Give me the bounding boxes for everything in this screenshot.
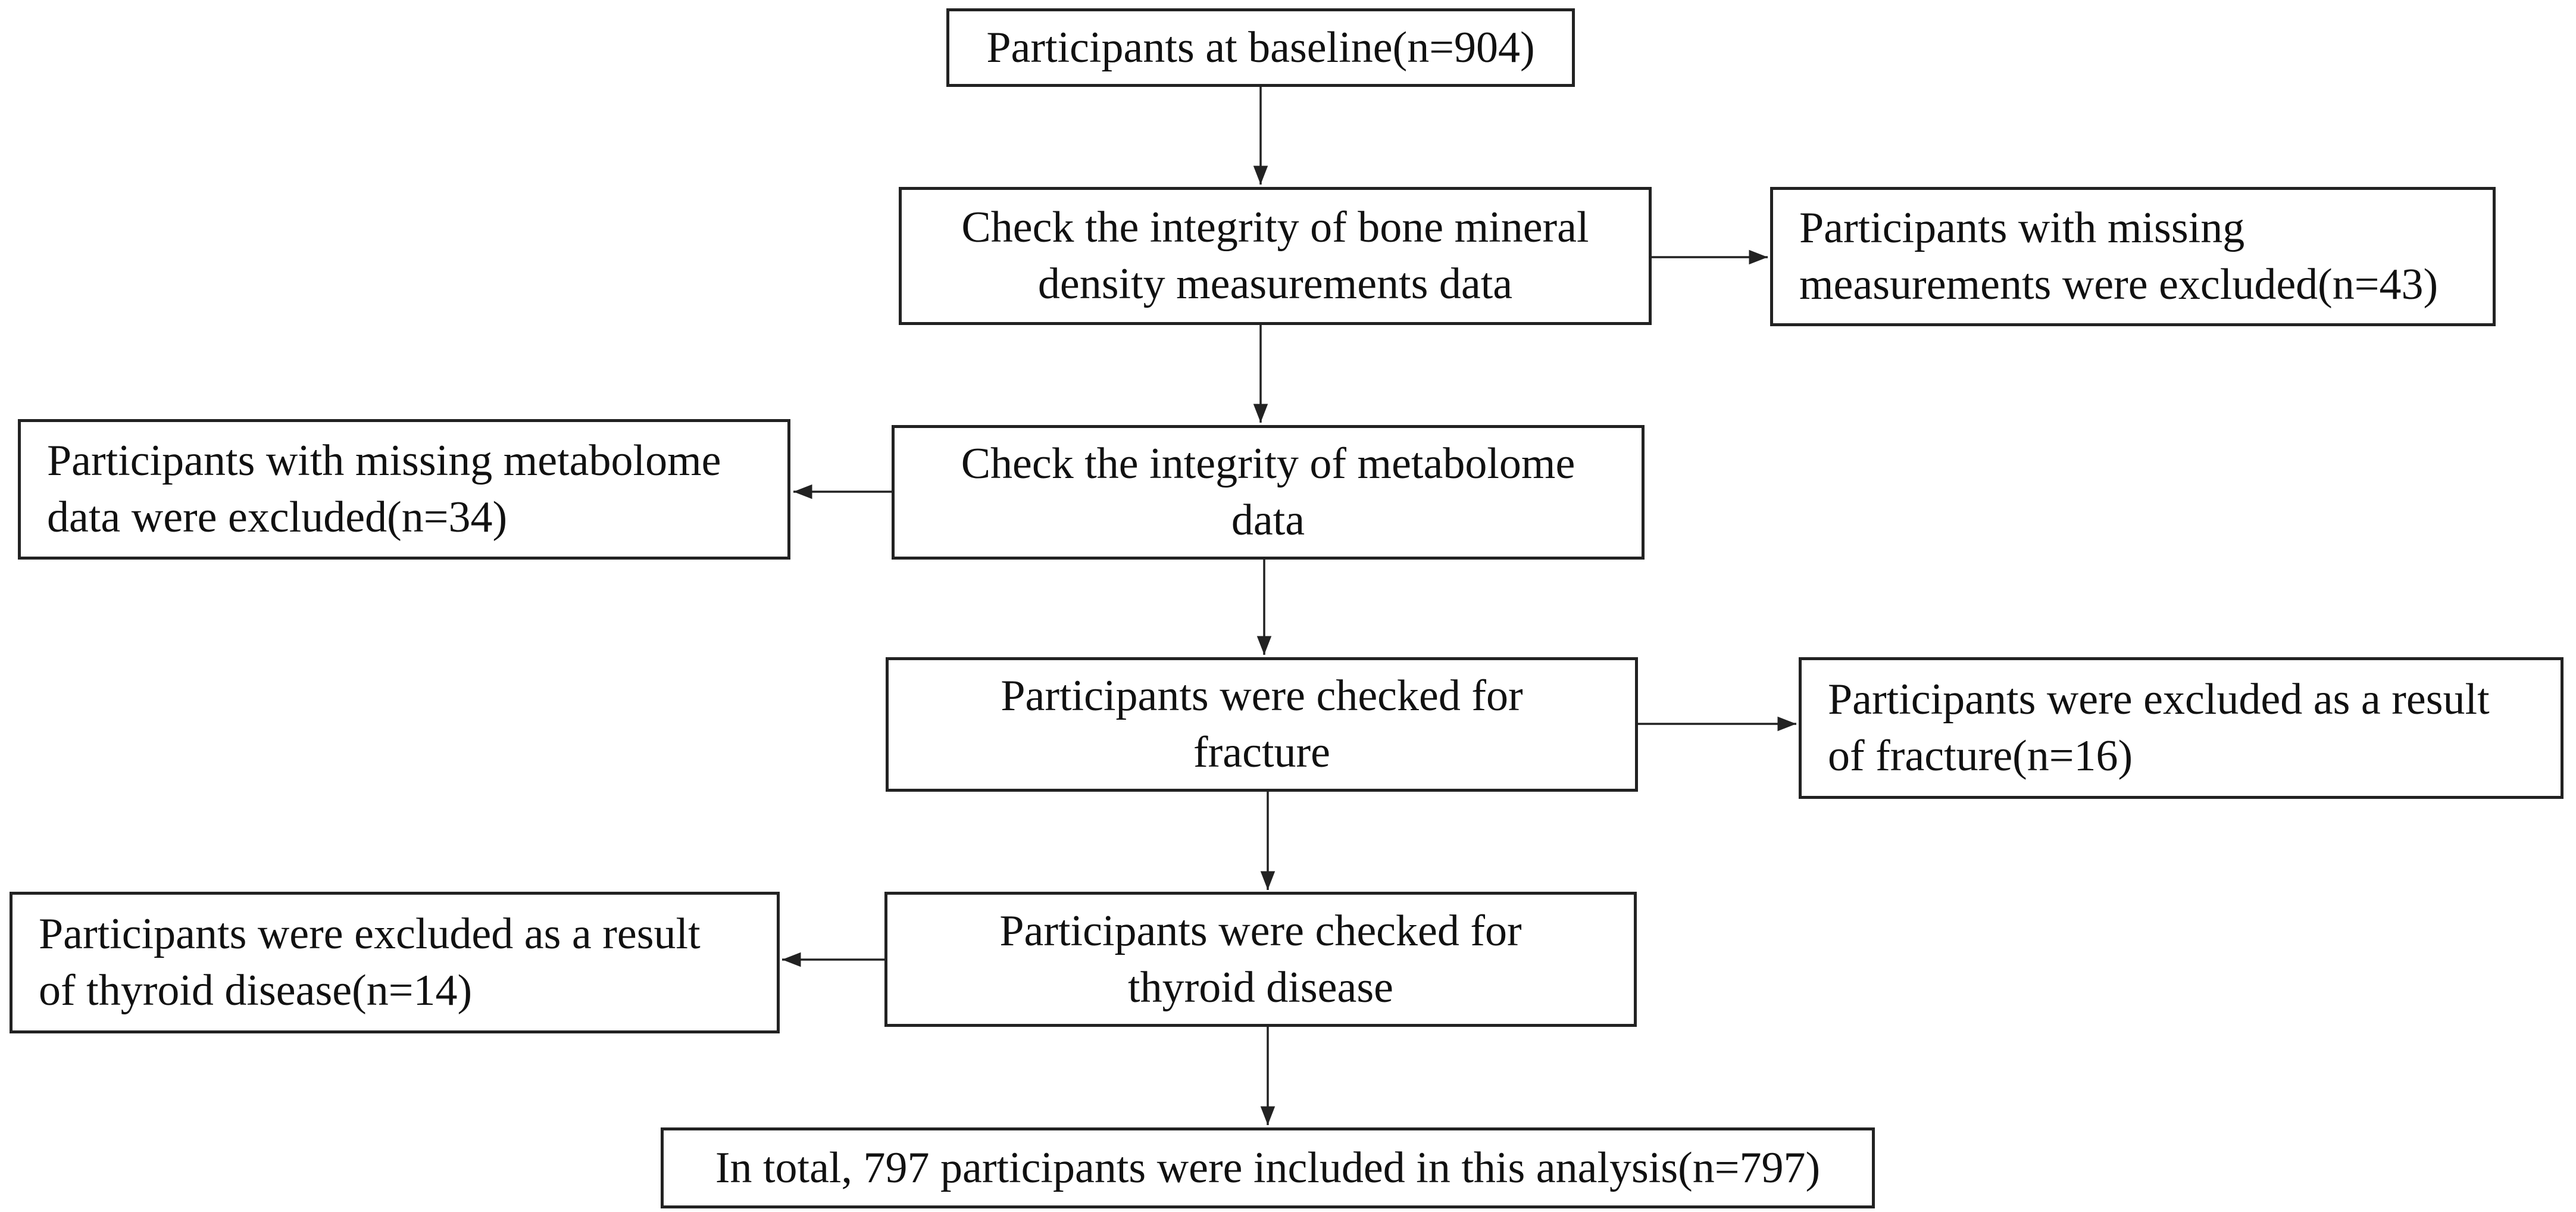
bmd-excluded-line-2: measurements were excluded(n=43) [1799,260,2439,309]
thyroid-check-line-1: Participants were checked for [999,906,1522,955]
thyroid-check-line-2: thyroid disease [1128,963,1393,1012]
fracture-excluded-line-2: of fracture(n=16) [1828,732,2133,780]
metabolome-excluded-line-2: data were excluded(n=34) [47,493,508,542]
baseline-participants-box: Participants at baseline(n=904) [946,8,1575,87]
fracture-check-box: Participants were checked for fracture [886,657,1638,792]
bmd-excluded-box: Participants with missing measurements w… [1770,187,2496,326]
metabolome-check-line-2: data [1231,496,1305,545]
fracture-check-line-1: Participants were checked for [1001,671,1523,721]
bmd-integrity-check-box: Check the integrity of bone mineral dens… [899,187,1652,325]
final-included-box: In total, 797 participants were included… [661,1127,1875,1208]
fracture-excluded-box: Participants were excluded as a result o… [1799,657,2564,799]
thyroid-excluded-box: Participants were excluded as a result o… [10,892,780,1033]
bmd-excluded-line-1: Participants with missing [1799,204,2245,253]
thyroid-excluded-line-1: Participants were excluded as a result [39,910,701,959]
baseline-label: Participants at baseline(n=904) [986,23,1535,72]
thyroid-check-box: Participants were checked for thyroid di… [884,892,1637,1027]
bmd-check-line-1: Check the integrity of bone mineral [961,203,1589,252]
thyroid-excluded-line-2: of thyroid disease(n=14) [39,966,473,1015]
bmd-check-line-2: density measurements data [1037,260,1513,308]
metabolome-excluded-box: Participants with missing metabolome dat… [18,419,790,560]
fracture-check-line-2: fracture [1193,728,1331,777]
final-included-label: In total, 797 participants were included… [715,1143,1821,1192]
metabolome-excluded-line-1: Participants with missing metabolome [47,436,721,486]
metabolome-integrity-check-box: Check the integrity of metabolome data [892,425,1645,560]
metabolome-check-line-1: Check the integrity of metabolome [961,439,1575,489]
fracture-excluded-line-1: Participants were excluded as a result [1828,675,2490,724]
